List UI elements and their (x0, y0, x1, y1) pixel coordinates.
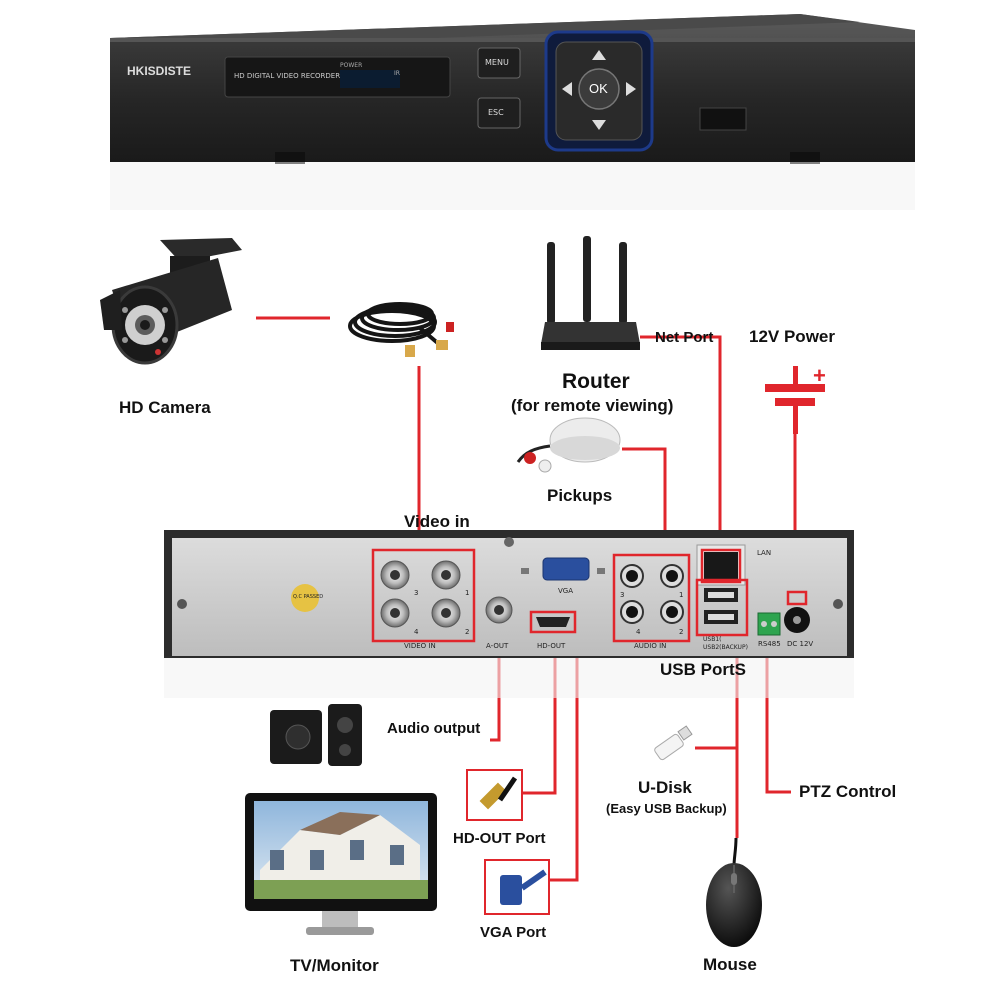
dc12v-port-label: DC 12V (787, 640, 814, 648)
lan-port-label: LAN (757, 549, 772, 557)
esc-button[interactable]: ESC (488, 108, 504, 117)
dvr-model-text: HD DIGITAL VIDEO RECORDER (234, 72, 341, 80)
hdout-highlight (529, 610, 577, 634)
audio-channel-2: 2 (679, 628, 684, 636)
qc-passed-sticker: Q.C PASSED (293, 594, 324, 600)
audio-in-port-label: AUDIO IN (634, 642, 667, 650)
u-disk-sublabel: (Easy USB Backup) (606, 801, 727, 816)
tv-monitor-illustration (245, 793, 437, 935)
vga-port-caption: VGA Port (480, 924, 547, 941)
audio-channel-3: 3 (620, 591, 625, 599)
audio-in-highlight (612, 553, 691, 643)
usb1-port-label: USB1( (703, 636, 722, 643)
video-in-label: Video in (404, 512, 470, 531)
rs485-port-label: RS485 (758, 640, 781, 648)
router-label: Router (562, 370, 630, 393)
u-disk-label: U-Disk (638, 778, 692, 797)
dvr-ir-label: IR (394, 70, 400, 77)
net-port-label: Net Port (655, 329, 714, 346)
bnc-cable-coil (348, 302, 454, 357)
mouse-label: Mouse (703, 955, 757, 974)
usb-ports-label: USB PortS (660, 660, 746, 679)
dc-highlight (786, 590, 808, 606)
dvr-power-indicator-label: POWER (340, 62, 363, 69)
router-sublabel: (for remote viewing) (511, 396, 674, 415)
dvr-front-unit (110, 14, 915, 210)
router-illustration (541, 236, 640, 350)
video-channel-3: 3 (414, 589, 419, 597)
video-channel-1: 1 (465, 589, 470, 597)
hdmi-cable-illustration (466, 769, 523, 821)
aout-port-label: A-OUT (486, 642, 509, 650)
dvr-back-panel (164, 530, 854, 698)
video-in-port-label: VIDEO IN (404, 642, 436, 650)
speakers-illustration (270, 704, 362, 766)
pickups-line (622, 447, 667, 560)
dvr-brand-logo: HKISDISTE (127, 64, 192, 78)
usb2-port-label: USB2(BACKUP) (703, 644, 748, 651)
ok-button[interactable]: OK (589, 81, 608, 96)
usb-highlight (695, 578, 749, 637)
hdout-port-caption: HD-OUT Port (453, 830, 546, 847)
vga-cable-illustration (484, 859, 550, 915)
net-port-line (640, 335, 722, 547)
video-channel-4: 4 (414, 628, 419, 636)
svg-text:+: + (813, 363, 826, 388)
hd-camera-illustration (100, 238, 242, 365)
vga-port-label: VGA (558, 587, 574, 595)
u-disk-illustration (654, 725, 693, 761)
audio-output-label: Audio output (387, 720, 481, 737)
power-symbol: + (765, 363, 826, 434)
ptz-control-label: PTZ Control (799, 782, 897, 801)
lan-highlight (700, 548, 742, 584)
hd-camera-label: HD Camera (119, 398, 211, 417)
hdout-port-label: HD-OUT (537, 642, 566, 650)
video-in-highlight (371, 548, 476, 643)
pickups-label: Pickups (547, 486, 613, 505)
audio-channel-4: 4 (636, 628, 641, 636)
pickup-microphone (516, 417, 621, 473)
power-label: 12V Power (749, 327, 835, 346)
tv-monitor-label: TV/Monitor (290, 956, 379, 975)
audio-channel-1: 1 (679, 591, 684, 599)
video-channel-2: 2 (465, 628, 470, 636)
mouse-illustration (706, 837, 762, 947)
menu-button[interactable]: MENU (485, 58, 509, 67)
